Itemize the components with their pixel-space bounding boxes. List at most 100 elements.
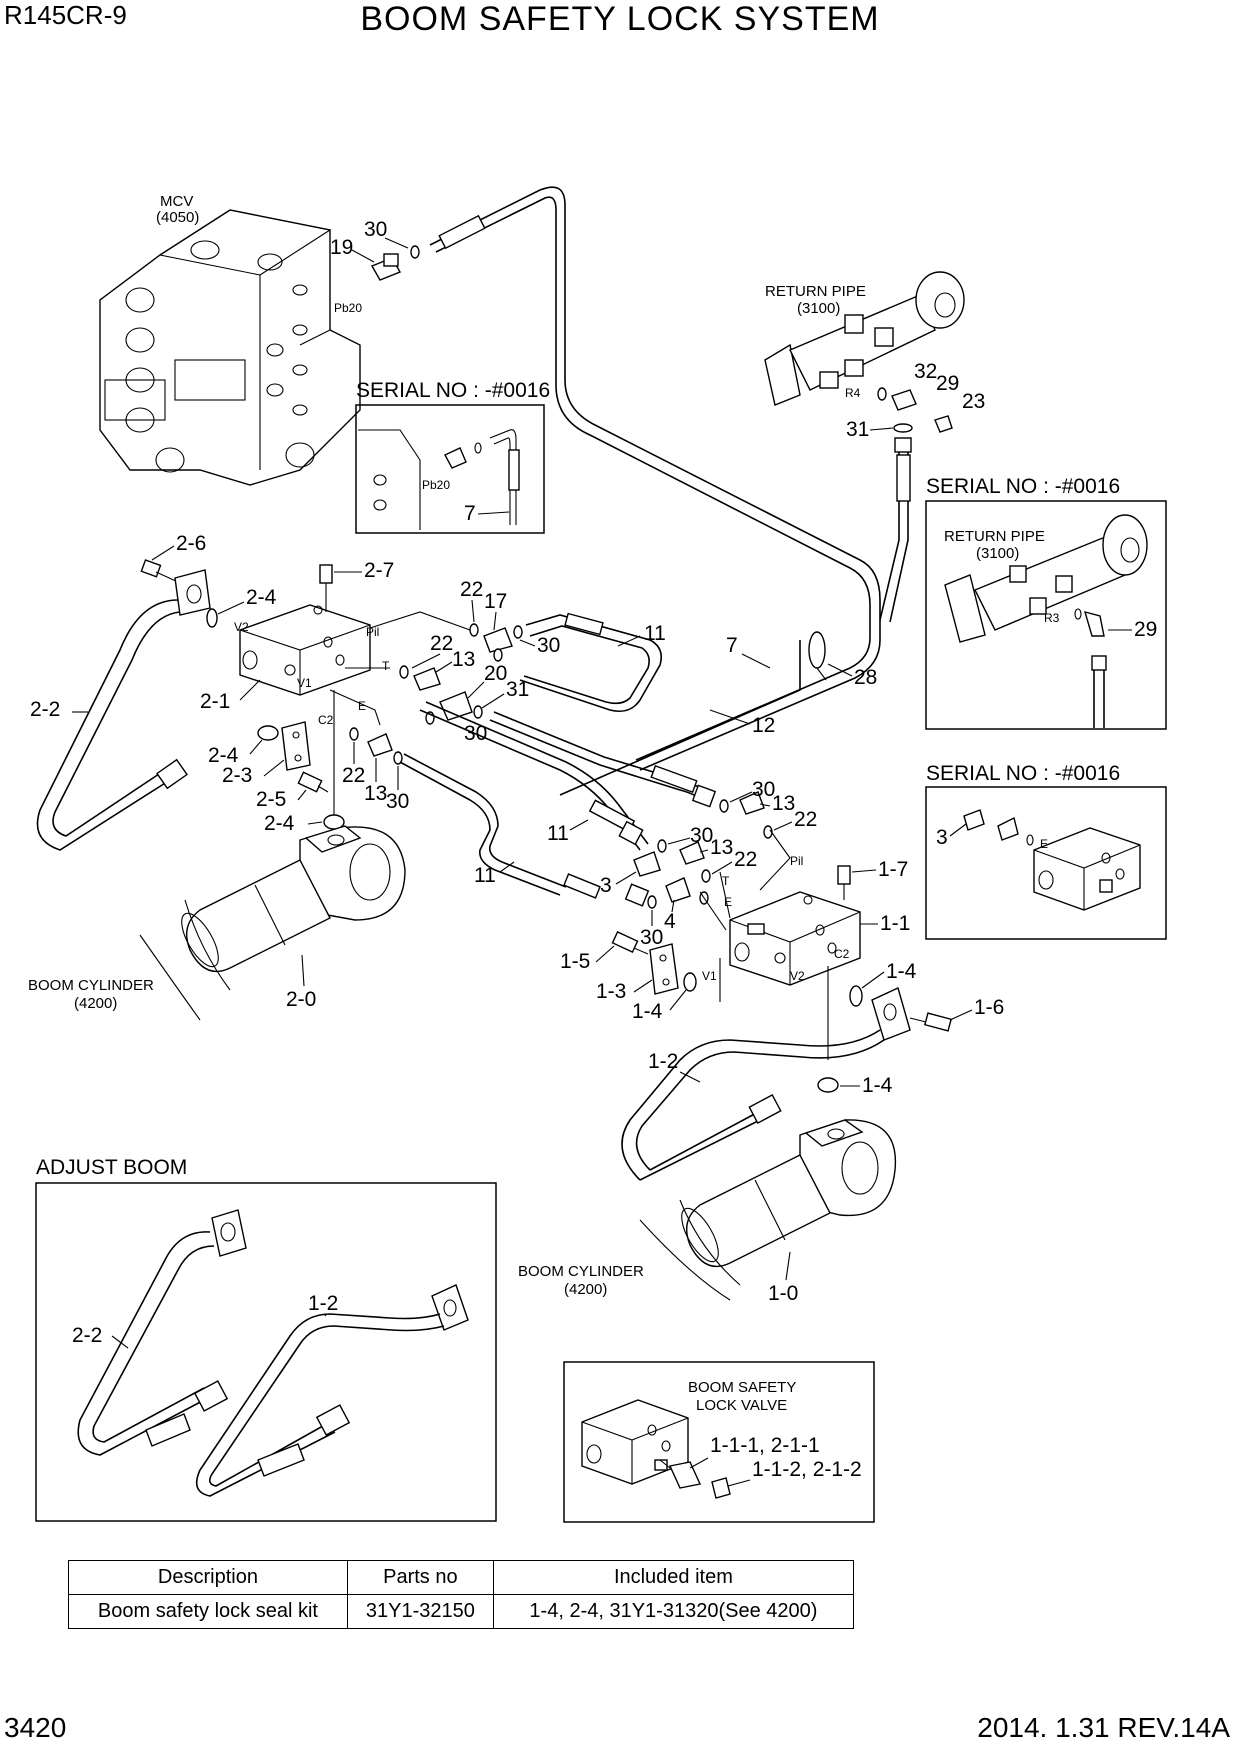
port-v2-right: V2 — [790, 969, 805, 983]
pipe-1-2-a — [621, 1029, 881, 1181]
mcv-ref: (4050) — [156, 209, 199, 226]
serial-box-valve — [925, 786, 1167, 940]
connector-4 — [665, 877, 691, 903]
serial-return-detail — [944, 514, 1148, 728]
port-v2-left: V2 — [234, 620, 249, 634]
lock-valve-detail — [581, 1399, 731, 1499]
hose-12-crimp — [896, 454, 911, 502]
serial-return-ref: (3100) — [976, 545, 1019, 562]
bolt-1-5 — [611, 930, 639, 954]
callout-1-6: 1-6 — [974, 996, 1004, 1019]
callout-13-c: 13 — [772, 792, 795, 815]
callout-31: 31 — [846, 418, 869, 441]
adjust-callout-1-2: 1-2 — [308, 1292, 338, 1315]
boom-cylinder-right — [639, 1119, 897, 1301]
seal-kit-table: Description Parts no Included item Boom … — [68, 1560, 855, 1629]
lock-valve-box — [563, 1361, 875, 1523]
adjust-pipe-2-2 — [77, 1209, 247, 1456]
serial-label-3: SERIAL NO : -#0016 — [926, 762, 1120, 785]
callout-7: 7 — [726, 634, 738, 657]
callout-20: 20 — [484, 662, 507, 685]
callout-1-4-b: 1-4 — [886, 960, 917, 983]
callout-22-d: 22 — [794, 808, 817, 831]
oring-30-d — [719, 799, 729, 813]
hose-11-low — [399, 761, 561, 896]
oring-22-c — [349, 727, 359, 741]
callout-11-c: 11 — [474, 864, 496, 887]
serial-port-r3: R3 — [1044, 611, 1060, 625]
port-t-right: T — [722, 874, 730, 888]
col-description: Description — [68, 1560, 348, 1595]
callout-13-a: 13 — [452, 648, 475, 671]
port-pb20: Pb20 — [334, 301, 362, 315]
callout-2-6: 2-6 — [176, 532, 206, 555]
callout-30-f: 30 — [640, 926, 663, 949]
callout-2-7: 2-7 — [364, 559, 394, 582]
port-c2-left: C2 — [318, 713, 334, 727]
serial-return-label: RETURN PIPE — [944, 528, 1045, 545]
callout-13-d: 13 — [710, 836, 733, 859]
callout-1-4-a: 1-4 — [632, 1000, 663, 1023]
oring-31-a — [473, 705, 483, 719]
serial-pb20: Pb20 — [422, 478, 450, 492]
col-parts-no: Parts no — [346, 1560, 494, 1595]
lock-valve-label-2: LOCK VALVE — [696, 1397, 787, 1414]
callout-1-4-c: 1-4 — [862, 1074, 893, 1097]
pipe-2-2-a — [36, 599, 179, 851]
callout-22-b: 22 — [430, 632, 453, 655]
clamp-28 — [808, 631, 826, 669]
callout-30-a: 30 — [537, 634, 560, 657]
tee-20 — [439, 691, 473, 721]
callout-11-a: 11 — [644, 622, 666, 645]
return-pipe-ref: (3100) — [797, 300, 840, 317]
oring-2-4-mid — [257, 725, 279, 741]
callout-2-1: 2-1 — [200, 690, 230, 713]
callout-30-c: 30 — [386, 790, 409, 813]
port-pil-right: Pil — [790, 854, 803, 868]
port-c2-right: C2 — [834, 947, 850, 961]
boom-cyl-left-ref: (4200) — [74, 995, 117, 1012]
callout-2-4-c: 2-4 — [264, 812, 295, 835]
serial-valve-detail — [963, 809, 1141, 911]
oring-30-e — [657, 839, 667, 853]
hose-7-down — [559, 640, 801, 796]
callout-23: 23 — [962, 390, 985, 413]
oring-1-4-b — [849, 985, 863, 1007]
callout-2-5: 2-5 — [256, 788, 286, 811]
port-e-left: E — [358, 699, 366, 713]
oring-30-a — [513, 625, 523, 639]
boom-cyl-right-ref: (4200) — [564, 1281, 607, 1298]
adjust-callout-2-2: 2-2 — [72, 1324, 102, 1347]
cell-parts-no: 31Y1-32150 — [346, 1594, 494, 1629]
port-pil-left: Pil — [366, 625, 379, 639]
model-number: R145CR-9 — [4, 0, 127, 30]
callout-22-c: 22 — [342, 764, 365, 787]
port-v1-left: V1 — [297, 676, 312, 690]
fitting-19 — [370, 253, 402, 281]
flange-1-2 — [871, 987, 911, 1041]
hose-7-upper-b — [435, 196, 871, 761]
oring-30-c — [393, 751, 403, 765]
serial-label-2: SERIAL NO : -#0016 — [926, 475, 1120, 498]
callout-1-2: 1-2 — [648, 1050, 678, 1073]
callout-2-3: 2-3 — [222, 764, 252, 787]
adjust-boom-label: ADJUST BOOM — [36, 1156, 187, 1179]
callout-1-0: 1-0 — [768, 1282, 798, 1305]
cell-description: Boom safety lock seal kit — [68, 1594, 348, 1629]
oring-22-e — [701, 869, 711, 883]
oring-22-b — [399, 665, 409, 679]
hose-7-crimp — [438, 214, 486, 250]
oring-1-4-a — [683, 972, 697, 992]
plug-23 — [934, 415, 953, 433]
bolt-2-5 — [297, 771, 323, 793]
callout-1-1: 1-1 — [880, 912, 910, 935]
oring-1-4-c — [817, 1077, 839, 1093]
flange-1-3 — [649, 943, 679, 995]
hose-12 — [489, 719, 706, 806]
connector-13-d — [679, 841, 705, 865]
connector-13-b — [367, 733, 393, 757]
callout-2-4-b: 2-4 — [208, 744, 239, 767]
callout-12: 12 — [752, 714, 775, 737]
cell-included-item: 1-4, 2-4, 31Y1-31320(See 4200) — [492, 1594, 855, 1629]
callout-2-2: 2-2 — [30, 698, 60, 721]
